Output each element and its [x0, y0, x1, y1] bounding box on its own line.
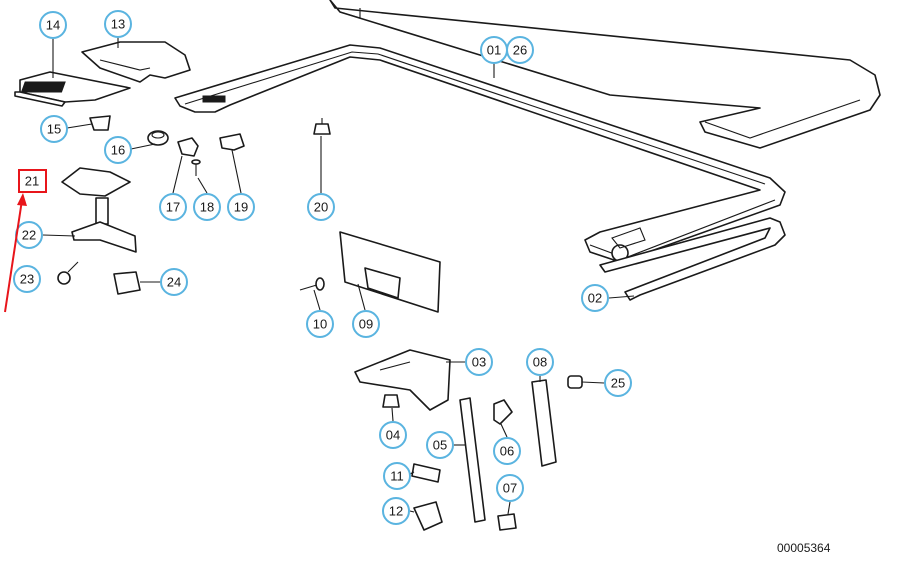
gas-strut-part-05 [459, 397, 486, 523]
callout-26: 26 [506, 36, 534, 64]
svg-text:13: 13 [111, 17, 125, 32]
pad-part-11 [411, 463, 441, 483]
fitting-part-17 [177, 137, 199, 157]
top-cover-panel [329, 0, 881, 149]
svg-text:02: 02 [588, 291, 602, 306]
document-id: 00005364 [777, 541, 831, 555]
svg-text:26: 26 [513, 43, 527, 58]
svg-text:24: 24 [167, 275, 181, 290]
bushing-part-25 [567, 375, 583, 389]
callout-15: 15 [40, 115, 68, 143]
cap-part-06 [493, 399, 513, 425]
screw-part-18 [191, 159, 201, 176]
plate-part-13 [81, 41, 191, 83]
nut-part-04 [382, 394, 400, 408]
callout-25: 25 [604, 369, 632, 397]
callout-23: 23 [13, 265, 41, 293]
svg-text:07: 07 [503, 481, 517, 496]
svg-text:20: 20 [314, 200, 328, 215]
callout-01: 01 [480, 36, 508, 64]
callout-07: 07 [496, 474, 524, 502]
svg-text:03: 03 [472, 355, 486, 370]
cap-part-21 [61, 167, 131, 197]
callout-19: 19 [227, 193, 255, 221]
callout-22: 22 [15, 221, 43, 249]
clip-part-15 [89, 115, 111, 131]
callout-16: 16 [104, 136, 132, 164]
svg-text:17: 17 [166, 200, 180, 215]
callout-06: 06 [493, 437, 521, 465]
svg-text:25: 25 [611, 376, 625, 391]
callout-08: 08 [526, 348, 554, 376]
callout-10: 10 [306, 310, 334, 338]
svg-text:04: 04 [386, 428, 400, 443]
clip-part-07 [497, 513, 517, 531]
callout-13: 13 [104, 10, 132, 38]
main-frame [174, 44, 786, 263]
callout-18: 18 [193, 193, 221, 221]
callout-03: 03 [465, 348, 493, 376]
callout-24: 24 [160, 268, 188, 296]
svg-text:23: 23 [20, 272, 34, 287]
gas-strut-part-08 [531, 379, 557, 467]
svg-text:19: 19 [234, 200, 248, 215]
svg-text:12: 12 [389, 504, 403, 519]
callout-11: 11 [383, 462, 411, 490]
svg-text:11: 11 [390, 469, 404, 484]
callout-05: 05 [426, 431, 454, 459]
bracket-part-12 [413, 501, 443, 531]
leader-lines [42, 37, 635, 515]
svg-text:15: 15 [47, 122, 61, 137]
svg-text:05: 05 [433, 438, 447, 453]
svg-text:22: 22 [22, 228, 36, 243]
callout-09: 09 [352, 310, 380, 338]
svg-text:10: 10 [313, 317, 327, 332]
red-pointer-arrow [4, 193, 27, 313]
seal-strip [599, 217, 786, 301]
fastener-part-20 [313, 118, 331, 135]
callout-02: 02 [581, 284, 609, 312]
svg-text:21: 21 [25, 174, 39, 189]
svg-text:14: 14 [46, 18, 60, 33]
bracket-plate-part-09 [339, 231, 441, 313]
clip-part-19 [219, 133, 245, 151]
hinge-part-22 [71, 197, 137, 253]
svg-text:16: 16 [111, 143, 125, 158]
svg-text:01: 01 [487, 43, 501, 58]
svg-text:06: 06 [500, 444, 514, 459]
block-part-24 [113, 271, 141, 295]
bolt-part-10 [299, 277, 325, 291]
screw-part-23 [57, 261, 79, 285]
callout-17: 17 [159, 193, 187, 221]
callout-14: 14 [39, 11, 67, 39]
highlighted-callout-21: 21 [18, 169, 47, 193]
callout-04: 04 [379, 421, 407, 449]
svg-text:18: 18 [200, 200, 214, 215]
callout-20: 20 [307, 193, 335, 221]
bracket-part-14 [14, 71, 131, 107]
hinge-assembly-part-03 [354, 349, 451, 411]
grommet-part-16 [147, 130, 169, 146]
callout-12: 12 [382, 497, 410, 525]
svg-text:08: 08 [533, 355, 547, 370]
svg-text:09: 09 [359, 317, 373, 332]
